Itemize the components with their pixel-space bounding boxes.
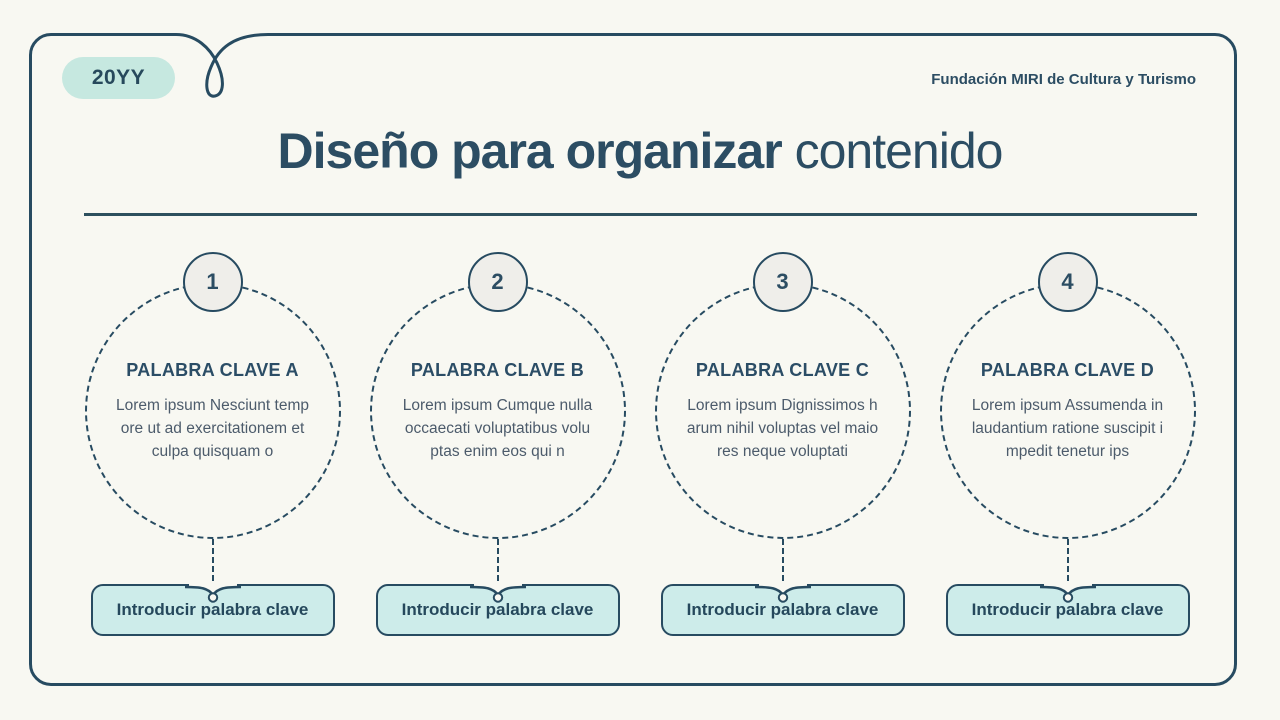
keyword-column-3: 3 PALABRA CLAVE C Lorem ipsum Dignissimo…	[640, 252, 925, 636]
string-knot-icon	[469, 582, 526, 603]
keyword-button[interactable]: Introducir palabra clave	[660, 582, 905, 636]
keyword-button[interactable]: Introducir palabra clave	[945, 582, 1190, 636]
keyword-body: Lorem ipsum Cumque nulla occaecati volup…	[402, 396, 593, 460]
border-loop-ornament	[176, 30, 268, 108]
keyword-columns: 1 PALABRA CLAVE A Lorem ipsum Nesciunt t…	[70, 252, 1210, 636]
number-badge: 2	[467, 252, 528, 312]
connector-line	[496, 539, 499, 581]
keyword-column-4: 4 PALABRA CLAVE D Lorem ipsum Assumenda …	[925, 252, 1210, 636]
keyword-button-label: Introducir palabra clave	[401, 600, 594, 619]
number-badge-label: 1	[206, 269, 219, 294]
page-title: Diseño para organizar contenido	[0, 120, 1280, 182]
keyword-circle: PALABRA CLAVE D Lorem ipsum Assumenda in…	[939, 283, 1196, 539]
keyword-button-label: Introducir palabra clave	[686, 600, 879, 619]
number-badge-label: 4	[1061, 269, 1074, 294]
number-badge-label: 3	[776, 269, 789, 294]
keyword-circle: PALABRA CLAVE B Lorem ipsum Cumque nulla…	[369, 283, 626, 539]
slide-frame	[29, 33, 1237, 686]
keyword-heading: PALABRA CLAVE A	[126, 359, 299, 380]
keyword-button[interactable]: Introducir palabra clave	[375, 582, 620, 636]
year-badge-label: 20YY	[91, 66, 146, 89]
keyword-heading: PALABRA CLAVE C	[695, 359, 870, 380]
year-badge: 20YY	[62, 57, 175, 99]
string-knot-icon	[1039, 582, 1096, 603]
string-knot-icon	[754, 582, 811, 603]
page-title-bold: Diseño para organizar	[277, 123, 783, 179]
keyword-body: Lorem ipsum Dignissimos h arum nihil vol…	[686, 396, 879, 460]
page-title-light: contenido	[794, 123, 1004, 179]
title-divider	[84, 213, 1197, 216]
org-name: Fundación MIRI de Cultura y Turismo	[931, 71, 1196, 88]
connector-line	[1066, 539, 1069, 581]
keyword-heading: PALABRA CLAVE B	[410, 359, 585, 380]
string-knot-icon	[184, 582, 241, 603]
keyword-body: Lorem ipsum Nesciunt temp ore ut ad exer…	[116, 396, 309, 460]
keyword-body: Lorem ipsum Assumenda in laudantium rati…	[971, 396, 1164, 460]
keyword-column-1: 1 PALABRA CLAVE A Lorem ipsum Nesciunt t…	[70, 252, 355, 636]
keyword-button-label: Introducir palabra clave	[971, 600, 1164, 619]
keyword-button-label: Introducir palabra clave	[116, 600, 309, 619]
connector-line	[211, 539, 214, 581]
number-badge: 4	[1037, 252, 1098, 312]
number-badge-label: 2	[491, 269, 504, 294]
number-badge: 3	[752, 252, 813, 312]
keyword-circle: PALABRA CLAVE A Lorem ipsum Nesciunt tem…	[84, 283, 341, 539]
keyword-button[interactable]: Introducir palabra clave	[90, 582, 335, 636]
number-badge: 1	[182, 252, 243, 312]
keyword-circle: PALABRA CLAVE C Lorem ipsum Dignissimos …	[654, 283, 911, 539]
keyword-column-2: 2 PALABRA CLAVE B Lorem ipsum Cumque nul…	[355, 252, 640, 636]
connector-line	[781, 539, 784, 581]
keyword-heading: PALABRA CLAVE D	[980, 359, 1155, 380]
